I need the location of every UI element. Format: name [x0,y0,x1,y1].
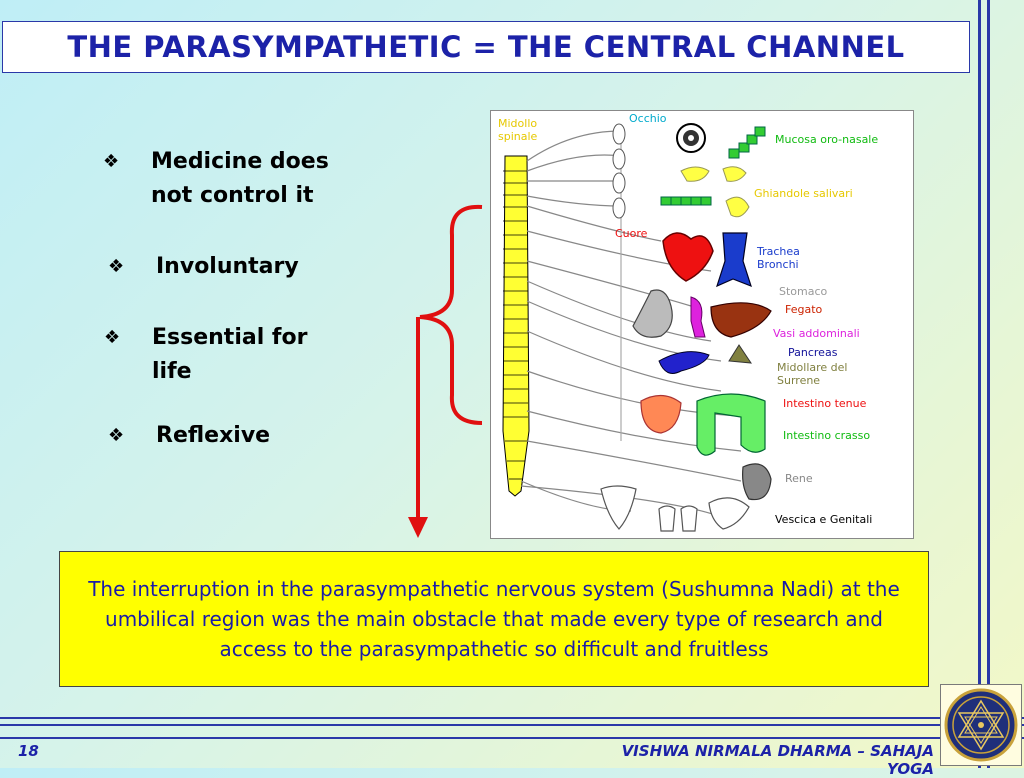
frame-line-bottom-3 [0,737,1024,739]
label-glands: Ghiandole salivari [754,187,853,200]
bullet-item: ❖ Essential for life [104,321,404,391]
slide-title: THE PARASYMPATHETIC = THE CENTRAL CHANNE… [67,30,905,64]
label-large-intestine: Intestino crasso [783,429,871,442]
label-vessels: Vasi addominali [773,327,860,340]
diamond-bullet-icon: ❖ [108,256,125,277]
stomach-organ [632,289,673,338]
diamond-bullet-icon: ❖ [108,425,125,446]
bullet-item: ❖ Involuntary [108,250,408,286]
label-adrenal: Midollare del Surrene [777,361,848,387]
sri-yantra-logo-icon [944,688,1018,762]
bullet-text: Essential for [152,325,308,350]
label-pancreas: Pancreas [788,346,838,359]
label-stomach: Stomaco [779,285,828,298]
bullet-text: Involuntary [156,254,299,279]
small-intestine-organ [640,394,682,434]
label-mucosa: Mucosa oro-nasale [775,133,879,146]
bullet-item: ❖ Medicine does not control it [103,145,403,215]
bladder-organ [600,485,750,532]
title-box: THE PARASYMPATHETIC = THE CENTRAL CHANNE… [2,21,970,73]
bullet-text: life [152,359,192,384]
gland-organ [680,166,750,218]
page-number: 18 [18,742,39,760]
kidney-organ [742,463,772,501]
anatomy-diagram: Midollo spinale Occhio Mucosa oro-nasale… [490,110,914,539]
label-spinal-cord: Midollo spinale [498,117,538,143]
pancreas-organ [658,351,710,374]
note-box: The interruption in the parasympathetic … [59,551,929,687]
label-trachea: Trachea Bronchi [757,245,800,271]
eye-organ [676,123,706,153]
frame-line-bottom-2 [0,724,1024,726]
frame-line-right-2 [987,0,990,768]
mucosa-organ [660,196,712,206]
label-small-intestine: Intestino tenue [783,397,867,410]
spinal-column [502,155,530,497]
trachea-organ [716,232,752,288]
nervous-system-illustration [502,123,772,532]
note-text: The interruption in the parasympathetic … [88,577,900,661]
bullet-text: Reflexive [156,423,271,448]
footer-organization: VISHWA NIRMALA DHARMA – SAHAJA YOGA [621,742,934,778]
label-kidney: Rene [785,472,813,485]
label-liver: Fegato [785,303,823,316]
frame-line-bottom-1 [0,717,1024,719]
logo-box [940,684,1022,766]
ganglia [612,123,626,219]
bullet-text: Medicine does [151,149,329,174]
diamond-bullet-icon: ❖ [103,151,120,172]
nerve-lines [520,130,742,522]
label-eye: Occhio [629,112,667,125]
mucosa-organ [728,126,766,159]
large-intestine-organ [696,393,766,456]
bullet-item: ❖ Reflexive [108,419,408,455]
label-heart: Cuore [615,227,648,240]
diamond-bullet-icon: ❖ [104,327,121,348]
bullet-text: not control it [151,183,314,208]
liver-organ [710,302,772,338]
frame-line-right-1 [978,0,981,768]
bracket-arrow-graphic [408,204,483,538]
label-bladder: Vescica e Genitali [775,513,873,526]
heart-organ [662,232,714,282]
adrenal-organ [728,344,752,364]
vessels-organ [690,296,706,338]
